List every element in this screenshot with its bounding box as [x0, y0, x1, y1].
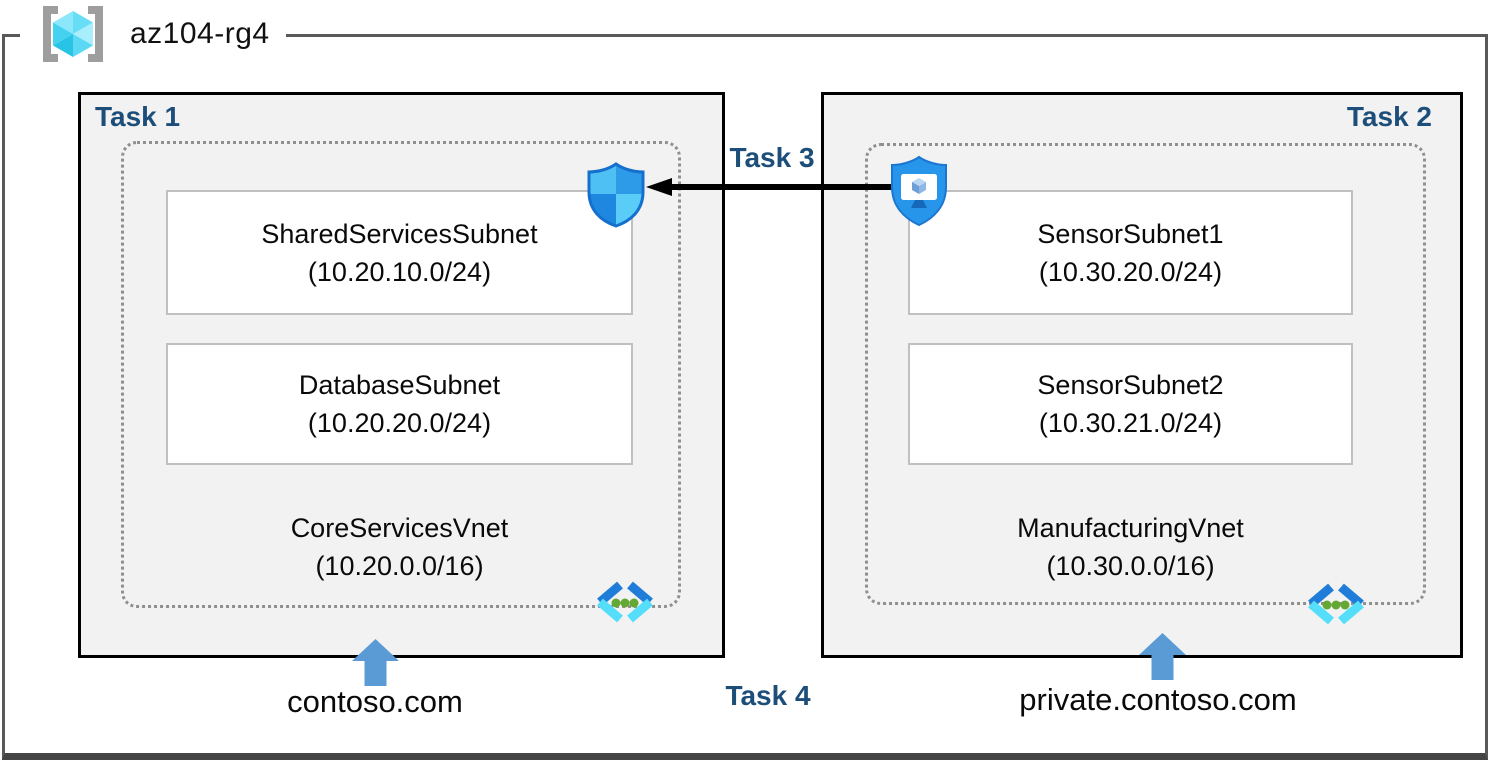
subnet-cidr: (10.30.21.0/24): [1038, 408, 1223, 438]
subnet-name: DatabaseSubnet: [298, 370, 501, 400]
resource-group-border: [2, 34, 1488, 760]
subnet-cidr: (10.20.20.0/24): [307, 408, 492, 438]
subnet-cidr: (10.20.10.0/24): [307, 256, 492, 287]
blue-up-arrow: [1139, 633, 1186, 680]
task1-container: Task 1 SharedServicesSubnet (10.20.10.0/…: [78, 92, 725, 658]
subnet-cidr: (10.30.20.0/24): [1038, 256, 1223, 287]
task4-label: Task 4: [725, 680, 811, 711]
subnet-name: SensorSubnet2: [1037, 370, 1224, 400]
virtual-network-icon: [597, 581, 653, 623]
network-security-group-shield-icon: [587, 162, 645, 228]
private-contoso-dns-zone-label: private.contoso.com: [1019, 682, 1297, 717]
core-services-vnet-label: CoreServicesVnet (10.20.0.0/16): [166, 509, 633, 585]
subnet-name: SensorSubnet1: [1037, 218, 1224, 249]
virtual-machine-shield-icon: [891, 155, 947, 227]
vnet-cidr: (10.20.0.0/16): [315, 551, 484, 581]
vnet-name: ManufacturingVnet: [1017, 513, 1244, 543]
resource-group-header: az104-rg4: [20, 2, 286, 66]
core-services-vnet-boundary: [121, 141, 681, 608]
resource-group-icon: [43, 6, 103, 62]
task1-label: Task 1: [95, 101, 181, 132]
virtual-network-icon: [1308, 583, 1364, 625]
vnet-name: CoreServicesVnet: [290, 513, 509, 543]
task3-label: Task 3: [729, 142, 815, 173]
blue-up-arrow: [352, 639, 399, 686]
contoso-dns-zone-label: contoso.com: [287, 684, 463, 719]
shared-services-subnet-box: SharedServicesSubnet (10.20.10.0/24): [166, 190, 633, 315]
black-left-arrow: [646, 178, 892, 196]
manufacturing-vnet-boundary: [865, 143, 1426, 605]
subnet-name: SharedServicesSubnet: [261, 218, 538, 249]
vnet-cidr: (10.30.0.0/16): [1046, 551, 1215, 581]
sensor-subnet2-box: SensorSubnet2 (10.30.21.0/24): [908, 343, 1353, 465]
task2-label: Task 2: [1346, 101, 1432, 132]
sensor-subnet1-box: SensorSubnet1 (10.30.20.0/24): [908, 190, 1353, 315]
resource-group-name: az104-rg4: [130, 17, 270, 50]
database-subnet-box: DatabaseSubnet (10.20.20.0/24): [166, 343, 633, 465]
manufacturing-vnet-label: ManufacturingVnet (10.30.0.0/16): [908, 509, 1353, 585]
